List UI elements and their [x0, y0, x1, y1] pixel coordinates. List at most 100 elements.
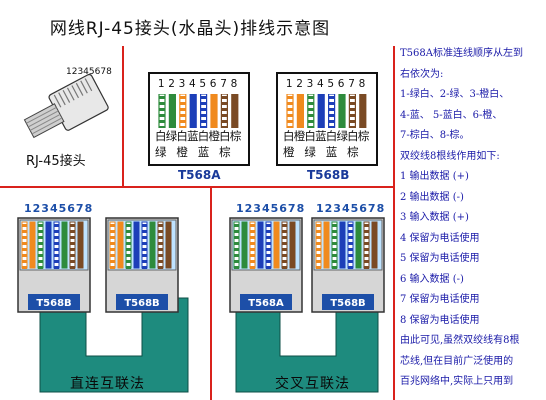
plug-wire-stripe [70, 260, 75, 263]
crossover-left-badge: T568A [248, 298, 284, 309]
wire-stripe [159, 96, 165, 99]
plug-wire-stripe [158, 236, 163, 239]
note-line: 3 输入数据 (+) [400, 212, 469, 223]
wire-2 [296, 94, 304, 128]
plug-wire-stripe [142, 254, 147, 257]
crossover-label: 交叉互联法 [275, 376, 350, 392]
wire-stripe [179, 108, 186, 111]
t568a-wires [158, 94, 239, 128]
wire-stripe [349, 114, 356, 117]
cable-connection-diagrams: 12345678 12345678 12345678 T568B T568B T… [17, 202, 385, 393]
plug-wire-stripe [348, 230, 353, 233]
note-line: 6 输入数据 (-) [400, 273, 464, 285]
plug-wire-4 [133, 221, 140, 269]
plug-wire-stripe [250, 266, 255, 269]
wire-4 [189, 94, 197, 128]
plug-wire-stripe [364, 248, 369, 251]
wire-stripe [221, 120, 228, 123]
note-line: 1 输出数据 (+) [400, 171, 469, 182]
plug-wire-stripe [316, 248, 321, 251]
plug-wire-8 [371, 221, 378, 269]
plug-wire-stripe [234, 236, 239, 239]
plug-wire-stripe [250, 224, 255, 227]
plug-wire-stripe [158, 254, 163, 257]
wire-stripe [159, 108, 165, 111]
plug-wire-stripe [70, 242, 75, 245]
plug-wire-4 [257, 221, 264, 269]
t568b-color-row1: 白橙白蓝白绿白棕 [283, 129, 370, 143]
plug-wire-stripe [110, 260, 115, 263]
wire-stripe [221, 102, 228, 105]
rj45-plug-illustration: 12345678 [23, 67, 112, 139]
plug-wire-stripe [110, 266, 115, 269]
plug-wire-stripe [332, 260, 337, 263]
plug-wire-4 [339, 221, 346, 269]
plug-wire-stripe [126, 248, 131, 251]
plug-pin-numbers: 12345678 [66, 67, 112, 77]
straight-left-badge: T568B [36, 298, 71, 309]
plug-wire-stripe [234, 224, 239, 227]
plug-wire-stripe [142, 242, 147, 245]
wire-stripe [159, 114, 165, 117]
wire-stripe [200, 126, 207, 128]
wire-6 [338, 94, 346, 128]
crossover-right-badge: T568B [330, 298, 365, 309]
plug-wire-stripe [38, 242, 43, 245]
wire-8 [359, 94, 367, 128]
plug-wire-stripe [70, 230, 75, 233]
plug-wire-stripe [38, 266, 43, 269]
plug-wire-stripe [54, 254, 59, 257]
wire-stripe [287, 120, 293, 123]
plug-wire-8 [77, 221, 84, 269]
plug-wire-stripe [364, 266, 369, 269]
plug-wire-2 [241, 221, 248, 269]
plug-wire-stripe [126, 260, 131, 263]
plug-wire-stripe [234, 230, 239, 233]
plug-wire-stripe [158, 242, 163, 245]
plug-wire-stripe [142, 224, 147, 227]
plug-wire-stripe [364, 230, 369, 233]
plug-wire-stripe [332, 266, 337, 269]
plug-wire-stripe [126, 224, 131, 227]
note-line: 右依次为: [400, 68, 444, 80]
plug-wire-stripe [282, 260, 287, 263]
divider-vertical-notes [393, 46, 395, 400]
plug-wire-stripe [348, 248, 353, 251]
wire-stripe [307, 96, 314, 99]
plug-wire-stripe [110, 230, 115, 233]
straight-right-badge: T568B [124, 298, 159, 309]
wire-stripe [221, 96, 228, 99]
plug-wire-2 [29, 221, 36, 269]
plug-wire-stripe [110, 248, 115, 251]
wire-2 [168, 94, 176, 128]
wire-stripe [221, 126, 228, 128]
wire-stripe [221, 114, 228, 117]
plug-wire-stripe [54, 260, 59, 263]
plug-wire-6 [61, 221, 68, 269]
plug-wire-stripe [364, 242, 369, 245]
plug-wire-stripe [22, 266, 27, 269]
plug-wire-stripe [316, 224, 321, 227]
plug-wire-stripe [316, 254, 321, 257]
note-line: 8 保留为电话使用 [400, 314, 480, 326]
plug-wire-stripe [266, 254, 271, 257]
note-line: T568A标准连线顺序从左到 [400, 48, 523, 59]
plug-wire-stripe [70, 254, 75, 257]
plug-wire-stripe [38, 230, 43, 233]
plug-wire-stripe [332, 230, 337, 233]
plug-wire-stripe [250, 242, 255, 245]
plug-wire-2 [117, 221, 124, 269]
wire-stripe [307, 102, 314, 105]
note-line: 由此可见,虽然双绞线有8根 [400, 335, 520, 346]
wire-stripe [179, 96, 186, 99]
plug-wire-stripe [364, 254, 369, 257]
plug-wire-stripe [22, 254, 27, 257]
plug-wire-stripe [364, 260, 369, 263]
plug-wire-stripe [282, 254, 287, 257]
page-title: 网线RJ-45接头(水晶头)排线示意图 [49, 19, 331, 39]
plug-wire-stripe [70, 236, 75, 239]
wire-stripe [307, 114, 314, 117]
